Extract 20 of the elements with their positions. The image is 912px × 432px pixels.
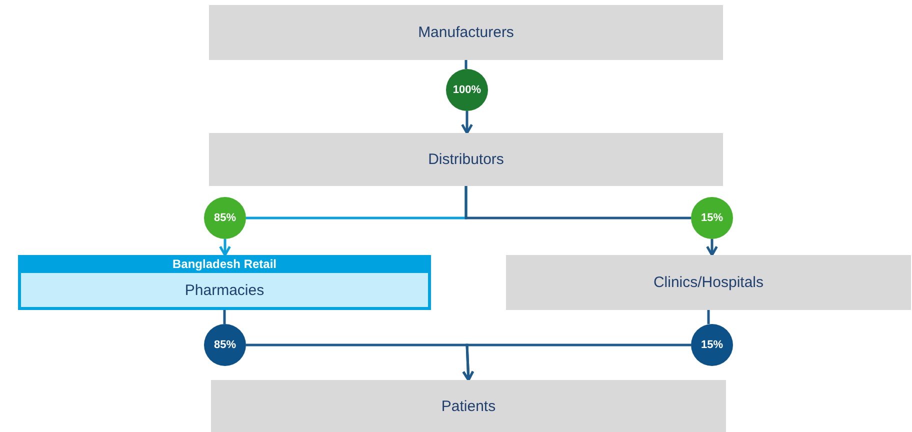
arrow <box>219 239 231 256</box>
box-label: Pharmacies <box>184 282 264 298</box>
percentage-circle: 15% <box>691 324 733 366</box>
arrow <box>462 344 691 382</box>
connector-line <box>464 60 468 69</box>
connector-line <box>464 186 691 220</box>
process-box: Distributors <box>209 133 723 186</box>
arrow <box>461 111 473 134</box>
connector-line <box>223 310 226 324</box>
arrow <box>706 239 718 256</box>
retail-box <box>18 255 431 310</box>
percentage-circle: 15% <box>691 197 733 239</box>
process-box: Manufacturers <box>209 5 723 60</box>
connector-line <box>707 310 710 324</box>
box-header: Bangladesh Retail <box>171 256 278 273</box>
percentage-circle: 85% <box>204 324 246 366</box>
percentage-circle: 85% <box>204 197 246 239</box>
percentage-circle: 100% <box>446 69 488 111</box>
process-box: Clinics/Hospitals <box>506 255 911 310</box>
process-box: Patients <box>211 380 726 432</box>
